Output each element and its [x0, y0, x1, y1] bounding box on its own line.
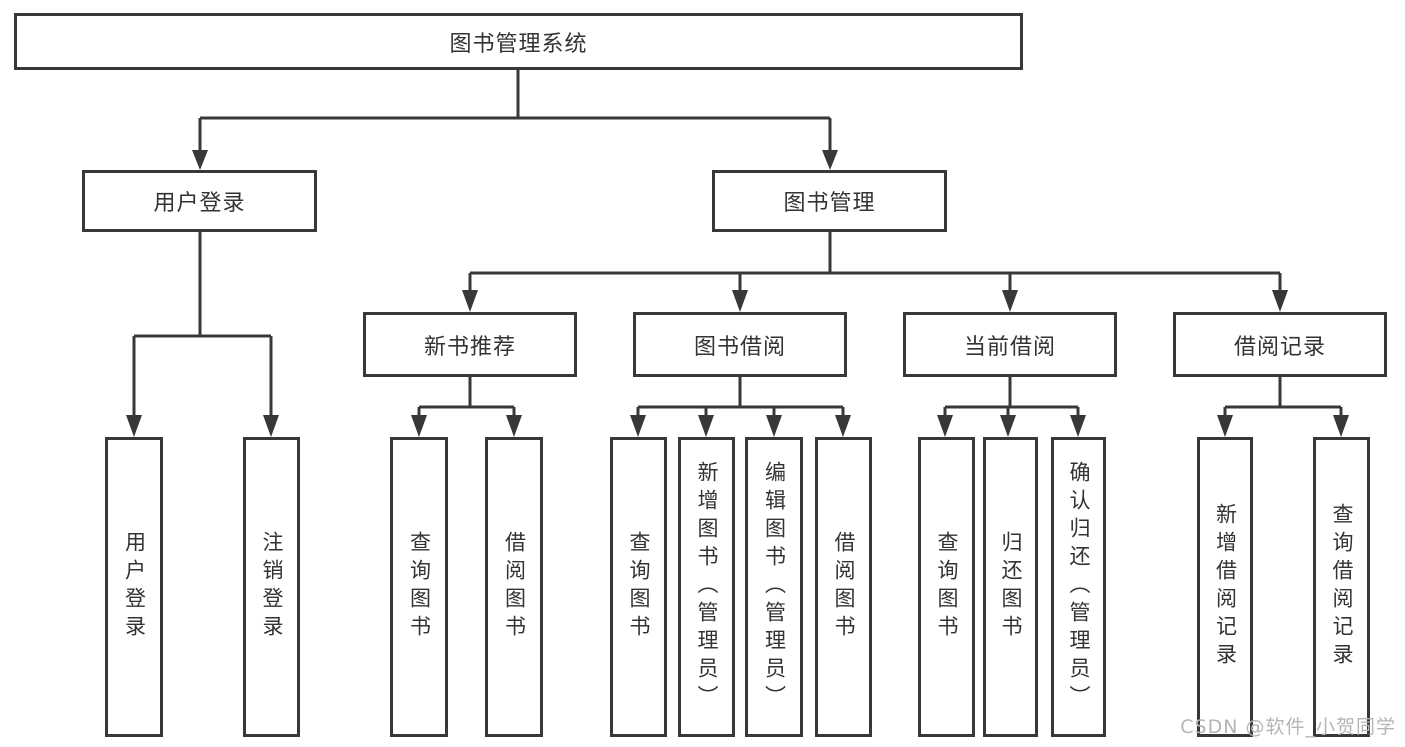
leaf-label: 查询图书 [627, 531, 651, 643]
node-leaf-borrow-books: 借阅图书 [815, 437, 872, 737]
arrowheads-level2 [192, 150, 838, 170]
leaf-label: 查询借阅记录 [1330, 503, 1354, 671]
node-leaf-edit-books-admin: 编辑图书（管理员） [745, 437, 803, 737]
arrowheads-borrow-records-children [1217, 415, 1349, 437]
leaf-label: 新增借阅记录 [1213, 503, 1238, 671]
node-leaf-query-books-recommend: 查询图书 [390, 437, 448, 737]
node-new-book-recommend: 新书推荐 [363, 312, 577, 377]
leaf-label: 归还图书 [999, 531, 1023, 643]
arrowheads-user-login-children [126, 415, 279, 437]
arrowheads-new-book-recommend-children [411, 415, 522, 437]
connector-book-management-children [468, 232, 1282, 294]
connector-user-login-children [132, 232, 273, 419]
connector-root-to-level2 [198, 70, 832, 152]
leaf-label: 查询图书 [935, 531, 959, 643]
connector-borrow-records-children [1223, 377, 1343, 419]
connector-new-book-recommend-children [417, 377, 516, 419]
leaf-label: 编辑图书（管理员） [762, 461, 787, 713]
node-current-borrowing: 当前借阅 [903, 312, 1117, 377]
node-leaf-logout: 注销登录 [243, 437, 300, 737]
node-leaf-add-borrow-record: 新增借阅记录 [1197, 437, 1253, 737]
leaf-label: 确认归还（管理员） [1067, 461, 1091, 713]
node-leaf-query-books-current: 查询图书 [918, 437, 975, 737]
node-leaf-confirm-return-admin: 确认归还（管理员） [1051, 437, 1106, 737]
connector-current-borrowing-children [943, 377, 1080, 419]
leaf-label: 新增图书（管理员） [695, 461, 719, 713]
leaf-label: 借阅图书 [502, 531, 527, 643]
leaf-label: 用户登录 [122, 531, 147, 643]
node-book-borrowing: 图书借阅 [633, 312, 847, 377]
node-leaf-add-books-admin: 新增图书（管理员） [678, 437, 735, 737]
node-leaf-query-books-borrowing: 查询图书 [610, 437, 667, 737]
node-library-management-system: 图书管理系统 [14, 13, 1023, 70]
leaf-label: 借阅图书 [832, 531, 856, 643]
leaf-label: 注销登录 [260, 531, 284, 643]
arrowheads-level3 [462, 290, 1288, 312]
node-borrow-records: 借阅记录 [1173, 312, 1387, 377]
node-leaf-return-books: 归还图书 [983, 437, 1038, 737]
node-book-management: 图书管理 [712, 170, 947, 232]
node-leaf-borrow-books-recommend: 借阅图书 [485, 437, 543, 737]
node-leaf-query-borrow-record: 查询借阅记录 [1313, 437, 1370, 737]
arrowheads-current-borrowing-children [937, 415, 1086, 437]
node-user-login: 用户登录 [82, 170, 317, 232]
arrowheads-book-borrowing-children [630, 415, 851, 437]
node-leaf-user-login: 用户登录 [105, 437, 163, 737]
leaf-label: 查询图书 [407, 531, 432, 643]
csdn-watermark: CSDN @软件_小贺同学 [1180, 716, 1396, 738]
connector-book-borrowing-children [636, 377, 845, 419]
